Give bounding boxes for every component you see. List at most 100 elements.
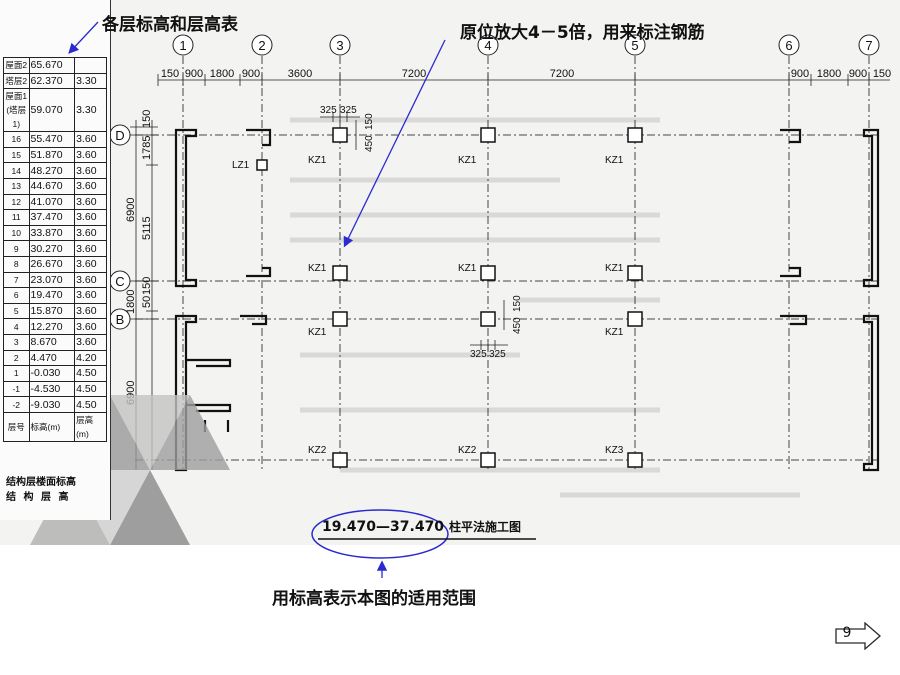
axis-label-D: D <box>115 128 124 143</box>
caption-range: 19.470—37.470 <box>322 519 445 535</box>
table-cell-height: 3.60 <box>74 240 107 257</box>
dim-left-5: 1800 <box>125 290 137 314</box>
axis-label-7: 7 <box>865 38 872 53</box>
caption-underline <box>318 538 536 540</box>
dim-top-10: 900 <box>849 68 867 80</box>
table-cell-elev: -4.530 <box>28 380 76 398</box>
table-cell-floor: 12 <box>3 193 30 211</box>
table-cell-height: 3.30 <box>74 88 107 133</box>
table-cell-height: 3.60 <box>74 224 107 242</box>
dim-left-6: 50 <box>141 296 153 308</box>
table-cell-floor: 6 <box>3 287 30 304</box>
table-cell-elev: -9.030 <box>28 396 76 413</box>
table-cell-elev: 19.470 <box>28 287 76 304</box>
dim-top-2: 900 <box>185 68 203 80</box>
wall-segment <box>186 358 232 368</box>
label-kz1: KZ1 <box>458 263 477 274</box>
label-kz1: KZ1 <box>308 327 327 338</box>
label-kz1: KZ1 <box>605 327 624 338</box>
table-cell-height: 4.50 <box>74 380 107 398</box>
table-footer-1: 结构层楼面标高 <box>6 477 76 488</box>
table-cell-elev: 37.470 <box>28 209 76 226</box>
column-kz1 <box>480 265 496 281</box>
table-footer-2: 结 构 层 高 <box>6 492 71 503</box>
table-cell-floor: 5 <box>3 302 30 320</box>
axis-label-2: 2 <box>258 38 265 53</box>
col-detail-dim-7: 450 <box>512 317 523 334</box>
scope-annotation: 用标高表示本图的适用范围 <box>272 589 476 609</box>
table-header-floor: 层号 <box>3 411 30 442</box>
wall-segment <box>862 128 880 288</box>
label-kz1: KZ1 <box>308 155 327 166</box>
table-cell-height: 3.60 <box>74 302 107 320</box>
column-lz1 <box>256 159 268 171</box>
column-kz1 <box>480 127 496 143</box>
table-cell-height <box>74 57 107 74</box>
table-cell-elev: 4.470 <box>28 349 76 367</box>
table-cell-height: 3.60 <box>74 333 107 351</box>
table-cell-floor: 屋面1 (塔层1) <box>3 88 30 133</box>
wall-segment <box>246 266 272 278</box>
wall-segment <box>862 314 880 472</box>
table-cell-floor: 屋面2 <box>3 57 30 74</box>
dim-top-9: 1800 <box>817 68 841 80</box>
table-cell-floor: 塔层2 <box>3 72 30 90</box>
next-page-arrow-icon[interactable] <box>835 622 881 650</box>
col-detail-dim-6: 325 <box>489 349 506 360</box>
column-kz2 <box>480 452 496 468</box>
table-cell-elev: 55.470 <box>28 131 76 148</box>
dim-top-8: 900 <box>791 68 809 80</box>
col-detail-dim-1: 325 <box>320 105 337 116</box>
axis-label-4: 4 <box>484 38 491 53</box>
table-cell-height: 3.60 <box>74 209 107 226</box>
table-cell-height: 4.20 <box>74 349 107 367</box>
table-cell-elev: 23.070 <box>28 271 76 289</box>
table-cell-height: 3.60 <box>74 162 107 179</box>
table-cell-elev: 51.870 <box>28 146 76 164</box>
table-cell-floor: 14 <box>3 162 30 179</box>
dim-top-11: 150 <box>873 68 891 80</box>
table-cell-height: 3.60 <box>74 287 107 304</box>
table-cell-elev: 30.270 <box>28 240 76 257</box>
table-cell-height: 3.60 <box>74 193 107 211</box>
table-cell-floor: 9 <box>3 240 30 257</box>
table-cell-height: 4.50 <box>74 365 107 382</box>
wall-segment <box>780 266 802 278</box>
dim-left-4: 5115 <box>141 216 153 240</box>
wall-segment <box>780 128 802 144</box>
col-detail-dim-4: 150 <box>364 113 375 130</box>
table-header-elev: 标高(m) <box>28 411 76 442</box>
label-kz3: KZ3 <box>605 445 624 456</box>
column-kz3 <box>627 452 643 468</box>
axis-label-6: 6 <box>785 38 792 53</box>
table-cell-height: 3.60 <box>74 146 107 164</box>
col-detail-dim-3: 450 <box>364 135 375 152</box>
drawing-caption: 19.470—37.470 柱平法施工图 <box>322 518 521 535</box>
dim-top-6: 7200 <box>402 68 426 80</box>
table-cell-height: 3.60 <box>74 131 107 148</box>
table-annotation: 各层标高和层高表 <box>102 15 238 35</box>
dim-left-7: 150 <box>141 277 153 295</box>
table-header-row: 层号标高(m)层高 (m) <box>3 411 107 442</box>
label-kz1: KZ1 <box>605 155 624 166</box>
column-kz1 <box>627 311 643 327</box>
axis-label-1: 1 <box>179 38 186 53</box>
table-cell-floor: 13 <box>3 177 30 195</box>
table-cell-floor: 10 <box>3 224 30 242</box>
